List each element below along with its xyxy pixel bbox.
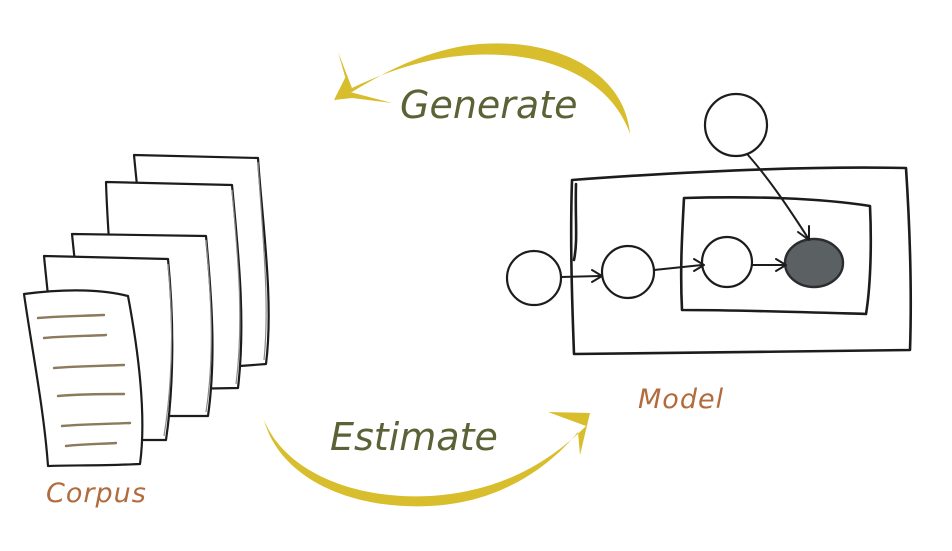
node-top	[703, 92, 769, 158]
generate-arrow	[334, 43, 630, 134]
estimate-arrow	[264, 412, 590, 507]
model-label: Model	[638, 384, 724, 415]
corpus-stack	[22, 153, 270, 468]
node-n1	[505, 249, 563, 307]
corpus-label: Corpus	[46, 478, 147, 509]
corpus-page-front	[22, 289, 144, 468]
edge-top-n4	[747, 154, 809, 239]
generate-label: Generate	[400, 83, 577, 127]
edge-n2-n3	[653, 264, 703, 271]
outer-plate	[569, 166, 913, 356]
inner-plate	[679, 195, 873, 316]
node-n2	[600, 244, 656, 300]
model-graph	[505, 92, 913, 356]
node-n4-observed	[783, 237, 845, 289]
estimate-label: Estimate	[330, 415, 498, 459]
node-n3	[700, 235, 754, 289]
edge-n1-n2	[560, 275, 601, 278]
